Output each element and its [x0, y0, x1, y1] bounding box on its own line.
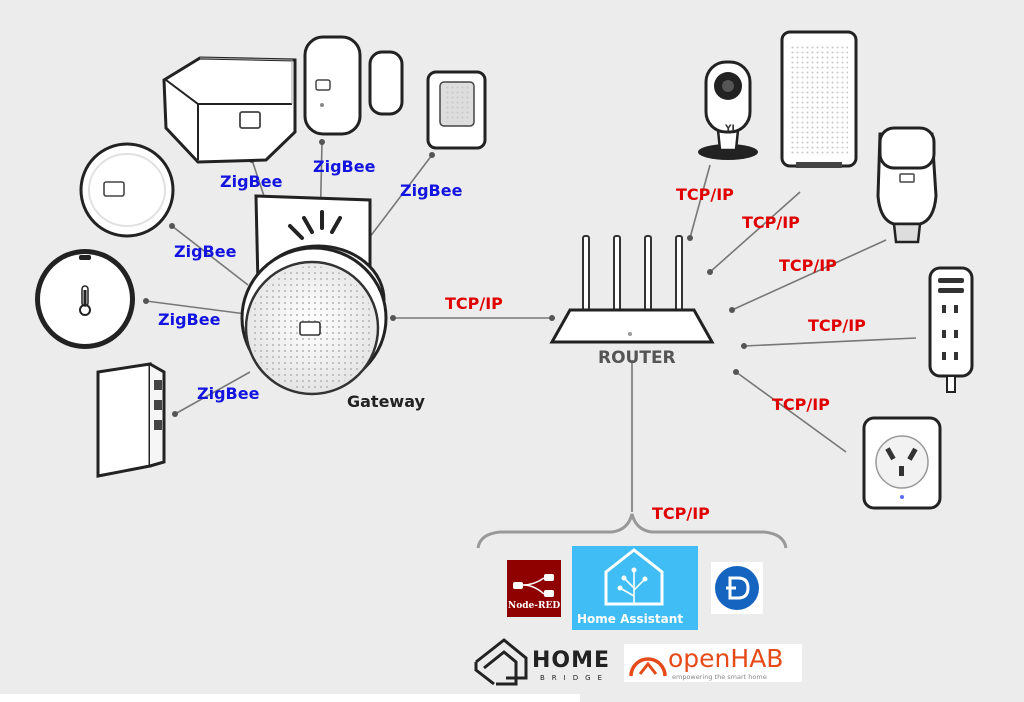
temperature-sensor-icon [35, 249, 135, 349]
tcpip-label-power-strip: TCP/IP [808, 316, 866, 335]
node-red-text: Node-RED [508, 601, 561, 611]
zigbee-label-motion-sensor: ZigBee [400, 181, 463, 200]
integration-brace [476, 513, 788, 549]
smart-bulb-icon [876, 126, 938, 244]
homebridge-sub-text: BRIDGE [540, 674, 609, 682]
gateway-label: Gateway [347, 392, 425, 411]
homebridge-logo [474, 638, 528, 686]
speaker-icon [780, 30, 858, 168]
router-icon [549, 235, 715, 344]
tcpip-label-gateway: TCP/IP [445, 294, 503, 313]
domoticz-logo [711, 562, 763, 614]
openhab-logo [624, 644, 802, 682]
cube-icon [162, 56, 297, 164]
camera-brand-text: YI [725, 124, 735, 134]
motion-sensor-icon [426, 70, 487, 150]
zigbee-label-cube: ZigBee [220, 172, 283, 191]
tcpip-label-integrations: TCP/IP [652, 504, 710, 523]
tcpip-label-bulb: TCP/IP [779, 256, 837, 275]
tcpip-label-plug: TCP/IP [772, 395, 830, 414]
home-assistant-logo [572, 546, 698, 630]
tcpip-label-speaker: TCP/IP [742, 213, 800, 232]
zigbee-label-wireless-switch: ZigBee [174, 242, 237, 261]
gateway-icon [240, 194, 388, 396]
wireless-switch-icon [79, 142, 175, 238]
connection-lines [145, 141, 917, 512]
home-assistant-text: Home Assistant [577, 612, 684, 626]
camera-icon [698, 60, 758, 160]
door-sensor-icon [303, 35, 404, 136]
openhab-tagline: empowering the smart home [672, 673, 767, 681]
node-red-logo [507, 560, 561, 617]
tcpip-label-camera: TCP/IP [676, 185, 734, 204]
homebridge-main-text: HOME [532, 648, 611, 673]
zigbee-label-door-sensor: ZigBee [313, 157, 376, 176]
smart-plug-icon [862, 416, 942, 510]
zigbee-label-wall-switch: ZigBee [197, 384, 260, 403]
power-strip-icon [928, 266, 974, 393]
openhab-text: openHAB [668, 644, 784, 673]
wall-switch-icon [96, 362, 166, 478]
zigbee-label-temperature-sensor: ZigBee [158, 310, 221, 329]
router-label: ROUTER [598, 348, 676, 368]
